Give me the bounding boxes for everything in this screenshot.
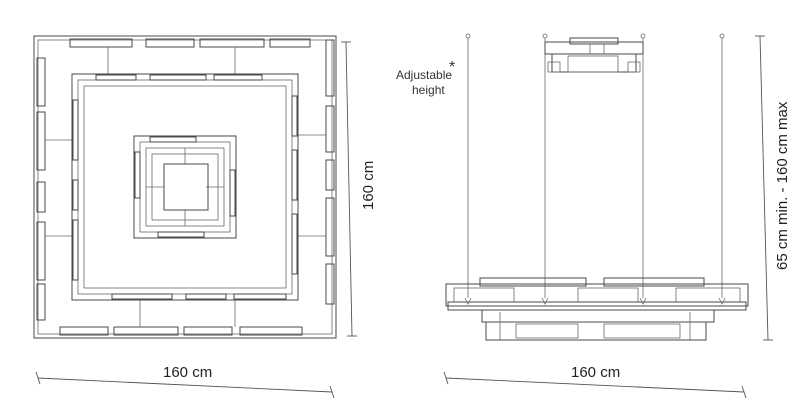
luminaire-body [445, 277, 749, 341]
ceiling-canopy [544, 37, 644, 73]
ring-connectors [45, 47, 326, 327]
top-view-plan [33, 35, 357, 399]
inner-ring [133, 135, 237, 239]
suspension-cables [465, 33, 725, 298]
side-width-label: 160 cm [571, 364, 621, 381]
top-depth-dimension [341, 41, 357, 337]
side-height-dimension [755, 35, 773, 341]
center-block [163, 163, 209, 211]
side-height-label: 65 cm min. - 160 cm max [774, 101, 791, 270]
adjustable-note-line1: Adjustable [396, 68, 453, 82]
outer-ring-bars [36, 38, 335, 336]
adjustable-asterisk: * [449, 59, 456, 76]
top-width-label: 160 cm [163, 364, 213, 381]
side-view-elevation [443, 33, 773, 399]
top-depth-label: 160 cm [360, 160, 377, 210]
adjustable-note-line2: height [412, 83, 445, 97]
side-width-dimension [443, 371, 747, 399]
middle-ring [71, 73, 299, 301]
top-width-dimension [35, 371, 335, 399]
